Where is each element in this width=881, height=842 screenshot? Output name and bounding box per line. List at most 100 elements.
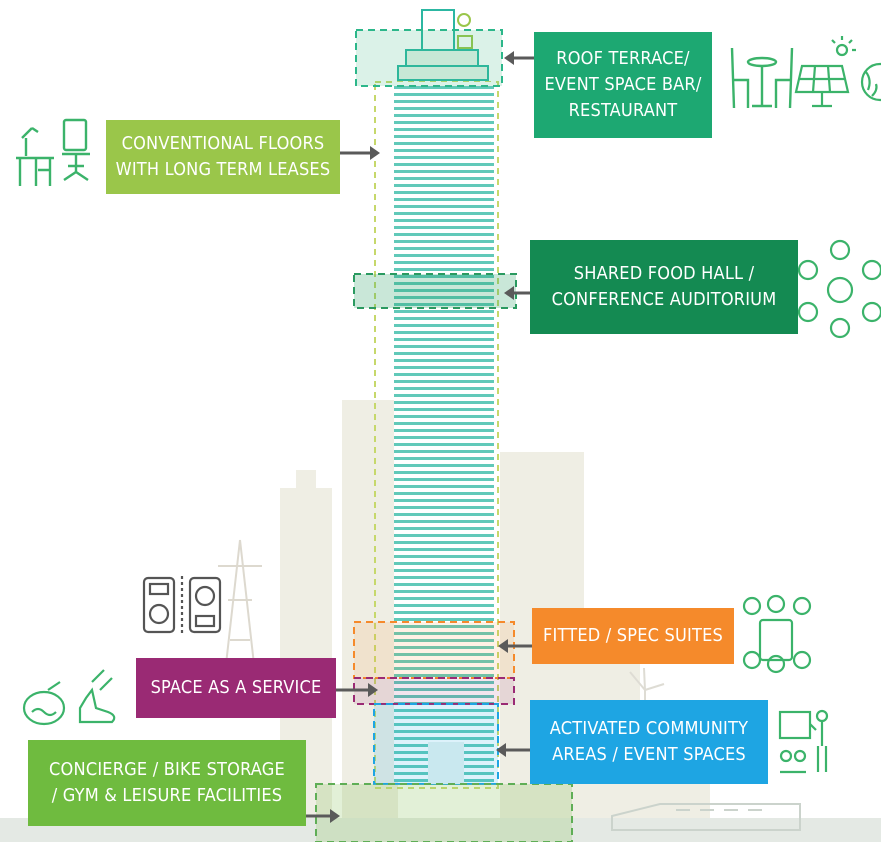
floor-stripe [394, 317, 494, 320]
floor-stripe [394, 289, 494, 292]
floor-stripe [394, 737, 494, 740]
label-conventional-floors: CONVENTIONAL FLOORS WITH LONG TERM LEASE… [106, 120, 340, 194]
floor-stripe [394, 422, 494, 425]
desk-chair-icon [16, 118, 90, 186]
floor-stripe [394, 618, 494, 621]
floor-stripe [394, 590, 494, 593]
floor-stripe [394, 527, 494, 530]
floor-stripe [394, 604, 494, 607]
floor-stripe [394, 142, 494, 145]
floor-stripe [394, 443, 494, 446]
floor-stripe [394, 681, 494, 684]
conference-table-icon [742, 594, 812, 674]
floor-stripe [394, 401, 494, 404]
floor-stripe [394, 275, 494, 278]
floor-stripe [394, 156, 494, 159]
floor-stripe [394, 310, 494, 313]
floor-stripe [394, 716, 494, 719]
floor-stripe [394, 303, 494, 306]
floor-stripe [394, 485, 494, 488]
floor-stripe [394, 632, 494, 635]
floor-stripe [394, 464, 494, 467]
floor-stripe [394, 415, 494, 418]
floor-stripe [394, 128, 494, 131]
floor-stripe [394, 660, 494, 663]
label-space-as-a-service-text: SPACE AS A SERVICE [150, 677, 322, 698]
floor-stripe [394, 429, 494, 432]
tower-floors [394, 82, 494, 782]
floor-stripe [394, 247, 494, 250]
zone-fitted [353, 621, 515, 679]
floor-stripe [394, 478, 494, 481]
floor-stripe [394, 170, 494, 173]
floor-stripe [394, 163, 494, 166]
arrow-community [496, 743, 530, 757]
floor-stripe [394, 184, 494, 187]
floor-stripe [394, 149, 494, 152]
floor-stripe [394, 513, 494, 516]
label-space-as-a-service: SPACE AS A SERVICE [136, 658, 336, 718]
floor-stripe [394, 380, 494, 383]
globe-icon [860, 62, 881, 102]
floor-stripe [394, 667, 494, 670]
arrow-concierge [306, 809, 340, 823]
tower-outline [374, 81, 499, 789]
floor-stripe [394, 254, 494, 257]
solar-panel-icon [794, 36, 856, 108]
floor-stripe [394, 548, 494, 551]
arrow-roof [504, 51, 534, 65]
floor-stripe [394, 268, 494, 271]
tower-crown [397, 9, 489, 81]
floor-stripe [394, 436, 494, 439]
floor-stripe [394, 576, 494, 579]
arrow-conventional [340, 146, 380, 160]
floor-stripe [394, 492, 494, 495]
floor-stripe [394, 296, 494, 299]
floor-stripe [394, 499, 494, 502]
arrow-foodhall [504, 286, 530, 300]
label-roof-terrace: ROOF TERRACE/ EVENT SPACE BAR/ RESTAURAN… [534, 32, 712, 138]
floor-stripe [394, 359, 494, 362]
floor-stripe [394, 695, 494, 698]
meeting-table-icon [797, 239, 881, 339]
cafe-table-icon [730, 47, 794, 109]
presenter-icon [778, 709, 829, 774]
floor-stripe [394, 457, 494, 460]
floor-stripe [394, 639, 494, 642]
floor-stripe [394, 562, 494, 565]
floor-stripe [394, 450, 494, 453]
floor-stripe [394, 471, 494, 474]
floor-stripe [394, 135, 494, 138]
floor-stripe [394, 205, 494, 208]
floor-stripe [394, 219, 494, 222]
floor-stripe [394, 506, 494, 509]
swimming-icon [22, 681, 66, 726]
floor-stripe [394, 520, 494, 523]
floor-stripe [394, 366, 494, 369]
label-roof-terrace-text: ROOF TERRACE/ EVENT SPACE BAR/ RESTAURAN… [544, 48, 702, 121]
floor-stripe [394, 408, 494, 411]
floor-stripe [394, 198, 494, 201]
label-concierge-text: CONCIERGE / BIKE STORAGE / GYM & LEISURE… [49, 759, 285, 806]
zone-roof [355, 29, 503, 87]
floor-stripe [394, 387, 494, 390]
floor-stripe [394, 261, 494, 264]
arrow-fitted [498, 639, 532, 653]
floor-stripe [394, 191, 494, 194]
desk-pair-icon [142, 576, 222, 636]
arrow-saas [336, 683, 378, 697]
floor-stripe [394, 107, 494, 110]
floor-stripe [394, 730, 494, 733]
floor-stripe [394, 100, 494, 103]
label-shared-food-hall-text: SHARED FOOD HALL / CONFERENCE AUDITORIUM [551, 263, 777, 310]
community-blocks [428, 742, 464, 784]
running-shoe-icon [78, 669, 116, 724]
pylon-icon [218, 539, 262, 701]
floor-stripe [394, 121, 494, 124]
floor-stripe [394, 597, 494, 600]
label-fitted-suites-text: FITTED / SPEC SUITES [542, 625, 724, 646]
floor-stripe [394, 653, 494, 656]
label-community-areas-text: ACTIVATED COMMUNITY AREAS / EVENT SPACES [549, 718, 749, 765]
floor-stripe [394, 709, 494, 712]
